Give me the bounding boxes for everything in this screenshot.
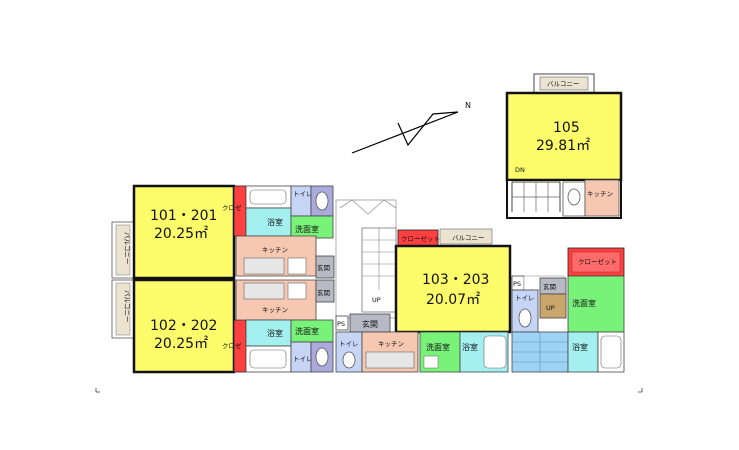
entrance-101 xyxy=(315,255,335,279)
wash-102-label: 洗面室 xyxy=(295,326,319,336)
unit-103-203: クローゼット バルコニー 103・203 20.07㎡ PS 玄関 トイレ キッ… xyxy=(335,228,512,373)
closet-right-label: クローゼット xyxy=(578,257,617,266)
ps-right-label: PS xyxy=(513,280,521,288)
closet-102-label: クロゼ xyxy=(222,341,242,350)
kitchen-105-label: キッチン xyxy=(587,190,613,198)
room-103 xyxy=(394,244,512,334)
unit-right: PS トイレ 玄関 UP クローゼット 洗面室 浴室 xyxy=(511,247,625,373)
entrance-101-label: 玄関 xyxy=(317,263,330,272)
toilet-103-label: トイレ xyxy=(339,340,359,348)
unit-101-number: 101・201 xyxy=(150,208,217,224)
entrance-102 xyxy=(315,279,335,303)
toilet-right-label: トイレ xyxy=(515,294,535,302)
bath-101-label: 浴室 xyxy=(267,217,283,227)
bath-right xyxy=(567,331,599,373)
bath-102-label: 浴室 xyxy=(267,328,283,338)
balcony-105-label: バルコニー xyxy=(547,80,579,88)
bath-101 xyxy=(245,207,292,237)
stair-105 xyxy=(511,181,561,212)
balcony-102-label: バルコニー xyxy=(123,290,131,322)
bath-103-label: 浴室 xyxy=(462,342,478,352)
unit-102-area: 20.25㎡ xyxy=(154,336,208,352)
ps-103 xyxy=(335,315,349,331)
unit-105-area: 29.81㎡ xyxy=(536,138,590,154)
toilet-102-label: トイレ xyxy=(293,355,313,363)
unit-105-number: 105 xyxy=(553,120,580,136)
entrance-right-label: 玄関 xyxy=(543,282,556,291)
unit-105: バルコニー 105 29.81㎡ DN キッチン xyxy=(505,73,623,219)
wash-101-label: 洗面室 xyxy=(295,224,319,234)
room-101 xyxy=(132,184,236,280)
room-102 xyxy=(132,278,236,374)
unit-103-area: 20.07㎡ xyxy=(426,292,480,308)
toilet-101-label: トイレ xyxy=(293,190,313,198)
north-arrow-icon: N xyxy=(351,101,471,154)
balcony-103-label: バルコニー xyxy=(452,234,484,242)
common-stair: UP xyxy=(335,199,397,319)
unit-101-201: バルコニー 101・201 20.25㎡ クロゼ 浴室 トイレ 洗面室 キッチン… xyxy=(111,184,335,280)
entrance-103-label: 玄関 xyxy=(362,319,378,329)
north-label: N xyxy=(465,101,471,110)
balcony-101-label: バルコニー xyxy=(123,232,131,264)
kitchen-105 xyxy=(584,179,620,217)
dn-label: DN xyxy=(515,166,525,174)
closet-103-label: クローゼット xyxy=(401,234,440,243)
wash-right-label: 洗面室 xyxy=(572,298,596,308)
kitchen-103-label: キッチン xyxy=(378,340,404,348)
up-label-center: UP xyxy=(372,296,381,304)
entrance-102-label: 玄関 xyxy=(317,288,330,297)
kitchen-102-label: キッチン xyxy=(262,306,288,314)
unit-102-number: 102・202 xyxy=(150,318,217,334)
bath-102 xyxy=(245,319,292,347)
unit-102-202: バルコニー 102・202 20.25㎡ クロゼ キッチン 玄関 浴室 洗面室 … xyxy=(111,278,335,374)
closet-101-label: クロゼ xyxy=(222,203,242,212)
balcony-103 xyxy=(439,228,493,245)
up-label-right: UP xyxy=(546,304,555,312)
ps-103-label: PS xyxy=(337,320,345,328)
unit-103-number: 103・203 xyxy=(422,272,489,288)
wash-103-label: 洗面室 xyxy=(426,342,450,352)
unit-101-area: 20.25㎡ xyxy=(154,226,208,242)
bath-right-label: 浴室 xyxy=(572,342,588,352)
kitchen-101-label: キッチン xyxy=(262,246,288,254)
